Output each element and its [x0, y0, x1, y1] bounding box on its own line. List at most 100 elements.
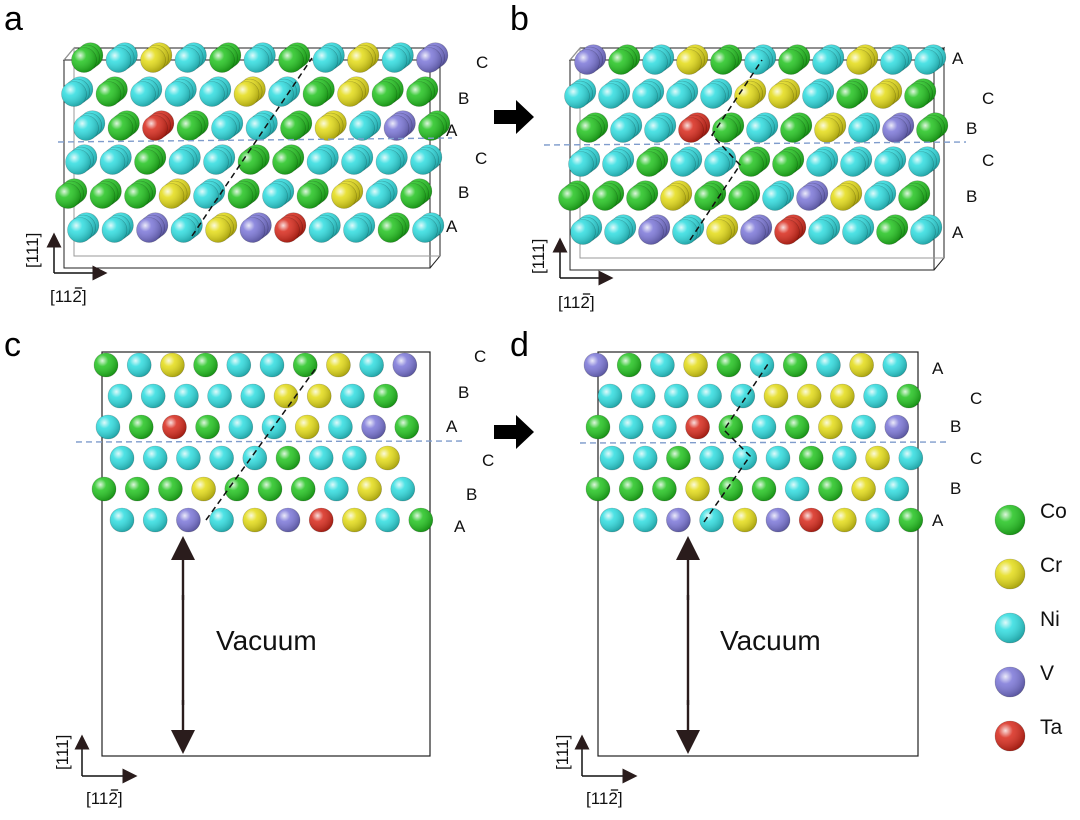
panel-b-atoms: [558, 44, 949, 245]
atom-ni: [751, 414, 777, 440]
atom-cr: [140, 42, 173, 73]
atom-cr: [342, 507, 367, 533]
atom-ni: [599, 507, 625, 533]
stack-label: B: [458, 89, 469, 108]
legend-item-cr: Cr: [994, 554, 1062, 590]
atom-v: [416, 42, 449, 73]
atom-v: [638, 214, 671, 245]
atom-co: [373, 383, 398, 409]
atom-co: [896, 383, 922, 409]
atom-cr: [830, 180, 863, 211]
atom-cr: [683, 352, 708, 378]
atom-cr: [273, 383, 299, 409]
stack-label: A: [446, 217, 458, 236]
atom-cr: [814, 112, 847, 143]
atom-ta: [142, 110, 175, 141]
atom-ni: [203, 144, 236, 175]
atom-cr: [337, 76, 370, 107]
atom-ni: [598, 78, 631, 109]
atom-ni: [410, 144, 443, 175]
atom-cr: [706, 214, 739, 245]
atom-ni: [259, 352, 285, 378]
atom-cr: [763, 383, 789, 409]
atom-ni: [700, 78, 733, 109]
atom-co: [780, 112, 813, 143]
atom-ni: [142, 507, 168, 533]
atom-ni: [672, 214, 705, 245]
atom-v: [583, 352, 609, 378]
atom-cr: [660, 180, 693, 211]
atom-ni: [762, 180, 795, 211]
atom-ni: [245, 110, 278, 141]
atom-co: [694, 180, 727, 211]
atom-ni: [650, 352, 675, 378]
atom-ta: [162, 414, 187, 440]
atom-co: [275, 445, 301, 471]
atom-ni: [568, 146, 601, 177]
atom-cr: [314, 110, 347, 141]
atom-ni: [784, 476, 810, 502]
atom-ni: [816, 352, 841, 378]
atom-cr: [160, 352, 185, 378]
atom-ni: [704, 146, 737, 177]
atom-ni: [808, 214, 841, 245]
atom-ni: [107, 383, 133, 409]
atom-ni: [832, 445, 857, 471]
atom-co: [71, 42, 104, 73]
atom-co: [280, 110, 313, 141]
atom-ni: [168, 144, 201, 175]
atom-cr: [832, 507, 857, 533]
atom-ni: [240, 383, 266, 409]
stack-label: A: [932, 511, 944, 530]
atom-cr: [849, 352, 874, 378]
atom-ni: [140, 383, 166, 409]
atom-cr: [734, 78, 767, 109]
atom-co: [272, 144, 305, 175]
stack-label: A: [446, 417, 458, 436]
panel-a: a C B A C B A [111] [112]: [4, 0, 488, 306]
atom-ni: [670, 146, 703, 177]
atom-ni: [599, 445, 625, 471]
atom-co: [227, 178, 260, 209]
panel-c-box: [101, 351, 431, 757]
vacuum-label: Vacuum: [720, 625, 821, 656]
stack-label: A: [932, 359, 944, 378]
atom-ni: [126, 352, 152, 378]
atom-co: [592, 180, 625, 211]
stack-label: B: [950, 417, 961, 436]
atom-ta: [774, 214, 807, 245]
atom-ni: [99, 144, 132, 175]
atom-cr: [796, 383, 822, 409]
atom-ni: [61, 76, 94, 107]
stack-label: C: [970, 449, 982, 468]
atom-ni: [851, 414, 876, 440]
atom-co: [290, 476, 316, 502]
atom-co: [408, 507, 434, 533]
atom-ni: [164, 76, 197, 107]
atom-co: [718, 476, 744, 502]
atom-v: [796, 180, 829, 211]
panel-a-axes: [111] [112]: [23, 232, 108, 306]
stack-label: C: [475, 149, 487, 168]
atom-co: [576, 112, 609, 143]
atom-co: [371, 76, 404, 107]
atom-ni: [642, 44, 675, 75]
atom-ni: [340, 383, 365, 409]
atom-ni: [632, 507, 658, 533]
atom-ni: [910, 214, 943, 245]
atom-co: [394, 414, 420, 440]
panel-d-box: [597, 351, 919, 757]
atom-co: [898, 180, 931, 211]
panel-a-atoms: [55, 42, 451, 243]
atom-co: [585, 414, 611, 440]
panel-a-fault-plane: [57, 137, 453, 143]
atom-cr: [830, 383, 855, 409]
panel-label-a: a: [4, 0, 23, 38]
atom-ni: [699, 507, 724, 533]
atom-cr: [375, 445, 400, 471]
atom-v: [136, 212, 169, 243]
atom-ni: [199, 76, 232, 107]
atom-cr: [347, 42, 380, 73]
atom-co: [751, 476, 777, 502]
